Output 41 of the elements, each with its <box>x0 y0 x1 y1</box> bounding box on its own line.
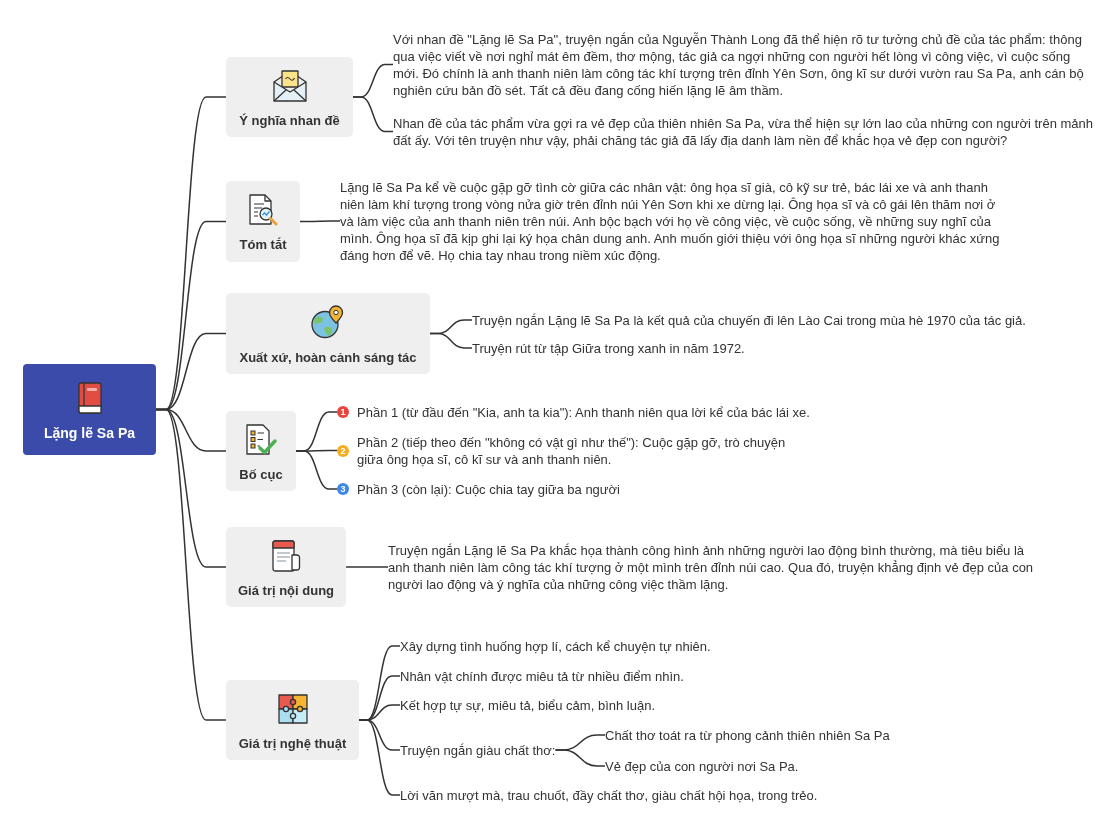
branch-line <box>429 332 473 349</box>
branch-text: Truyện rút từ tập Giữa trong xanh in năm 1972. <box>472 339 745 357</box>
branch-text: Truyện ngắn Lặng lẽ Sa Pa khắc họa thành công hình ảnh những người lao động bình thường, mà tiêu biểu là anh thanh niên làm công tác khí tượng ở một mình trên đỉnh núi cao. Qua đó, truyện khẳng định vẻ đẹp của con người lao động và ý nghĩa của những công việc thầm lặng. <box>388 541 1048 593</box>
topic-label: Xuất xứ, hoàn cảnh sáng tác <box>239 350 417 366</box>
topic-box <box>226 293 430 374</box>
number-marker: 1 <box>337 406 349 418</box>
branch-text: Chất thơ toát ra từ phong cảnh thiên nhiên Sa Pa <box>605 726 890 744</box>
branch-line <box>358 719 401 796</box>
branch-line <box>155 408 227 721</box>
branch-text: Với nhan đề "Lặng lẽ Sa Pa", truyện ngắn của Nguyễn Thành Long đã thể hiện rõ tư tưởng chủ đề của tác phẩm: thông qua việc viết về nơi nghỉ mát êm đềm, thơ mộng, tác giả ca ngợi những con người hết lòng vì công việc, vì cuộc sống mới. Đó chính là anh thanh niên làm công tác khí tượng trên đỉnh Yên Sơn, ông kĩ sư dưới vườn rau Sa Pa, anh cán bộ nghiên cứu bản đồ sét. Tất cả đều đang cống hiến lặng lẽ âm thầm. <box>393 30 1099 99</box>
branch-text: Lời văn mượt mà, trau chuốt, đầy chất thơ, giàu chất hội họa, trong trẻo. <box>400 786 818 804</box>
topic-label: Lặng lẽ Sa Pa <box>43 425 135 441</box>
branch-text: Kết hợp tự sự, miêu tả, biểu cảm, bình luận. <box>400 696 655 714</box>
topic-box <box>226 181 300 262</box>
branch-line <box>299 220 341 223</box>
branch-text: Lặng lẽ Sa Pa kể về cuộc gặp gỡ tình cờ giữa các nhân vật: ông họa sĩ già, cô kỹ sư trẻ, bác lái xe và anh thanh niên làm khí tượng trong vòng nửa giờ trên đỉnh núi Yên Sơn khi xe dừng lại. Ông họa sĩ và cô gái lên thăm nơi ở và làm việc của anh thanh niên trên núi. Anh bộc bạch với họ về công việc, về cuộc sống, về những suy nghĩ của mình. Ông họa sĩ đã kịp ghi lại ký họa chân dung anh. Anh muốn giới thiệu với ông họa sĩ những người khác xứng đáng hơn để vẽ. Họ chia tay nhau trong niềm xúc động. <box>340 178 1008 264</box>
topic-box <box>226 527 347 607</box>
branch-line <box>295 450 338 490</box>
topic-label: Bố cục <box>239 466 283 483</box>
branch-line <box>352 96 394 133</box>
branch-text: Phần 2 (tiếp theo đến "không có vật gì như thế"): Cuộc gặp gỡ, trò chuyện giữa ông họa sĩ, cô kĩ sư và anh thanh niên. <box>357 433 787 468</box>
topic-box <box>226 680 359 760</box>
branch-text: Truyện ngắn Lặng lẽ Sa Pa là kết quả của chuyến đi lên Lào Cai trong mùa hè 1970 của tác giả. <box>472 311 1026 329</box>
topic-label: Giá trị nội dung <box>238 582 335 599</box>
branch-text: Phần 3 (còn lại): Cuộc chia tay giữa ba người <box>357 480 620 498</box>
central-topic-box <box>23 364 156 455</box>
topic-label: Ý nghĩa nhan đề <box>239 112 340 129</box>
topic-label: Tóm tắt <box>239 237 287 253</box>
branch-line <box>345 566 389 568</box>
number-marker: 2 <box>337 444 349 457</box>
number-marker: 3 <box>337 483 349 495</box>
branch-text: Nhan đề của tác phẩm vừa gợi ra vẻ đẹp của thiên nhiên Sa Pa, vừa thể hiện sự lớn lao của những con người trên mảnh đất ấy. Với tên truyện như vậy, phải chăng tác giả đã lấy địa danh làm nền để khắc họa vẻ đẹp con người? <box>393 114 1099 149</box>
branch-text: Truyện ngắn giàu chất thơ: <box>400 741 556 759</box>
branch-text: Nhân vật chính được miêu tả từ nhiều điểm nhìn. <box>400 667 684 685</box>
topic-label: Giá trị nghệ thuật <box>238 735 347 752</box>
branch-text: Vẻ đẹp của con người nơi Sa Pa. <box>605 757 799 775</box>
topic-box <box>226 57 353 137</box>
branch-line <box>554 749 606 767</box>
topic-box <box>226 411 296 491</box>
branch-text: Xây dựng tình huống hợp lí, cách kể chuyện tự nhiên. <box>400 637 711 655</box>
branch-text: Phần 1 (từ đầu đến "Kia, anh ta kia"): Anh thanh niên qua lời kể của bác lái xe. <box>357 403 810 421</box>
